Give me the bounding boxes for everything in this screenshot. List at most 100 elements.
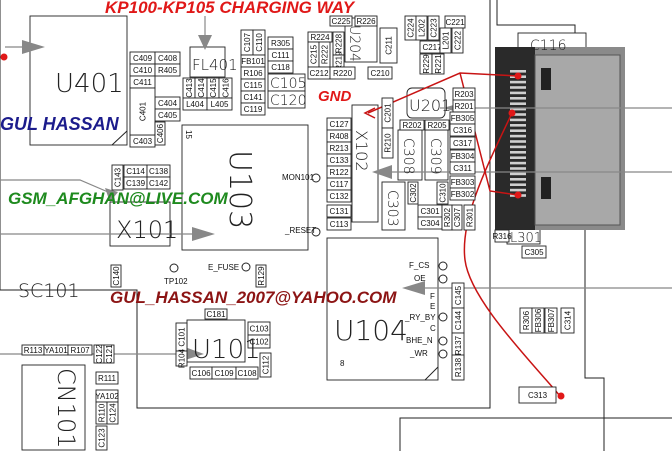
component-label: C111: [272, 51, 290, 60]
x102-outline: [351, 104, 379, 223]
component-label: R106: [243, 69, 263, 78]
component-box: [95, 425, 108, 451]
component-label: R405: [158, 66, 178, 75]
component-label: C101: [178, 327, 187, 347]
x102-label: X102: [352, 130, 371, 172]
component-box: [326, 217, 352, 231]
component-c212: C212: [307, 66, 331, 80]
component-r201: R201: [452, 99, 476, 113]
component-box: [544, 307, 558, 334]
component-r220: R220: [329, 66, 356, 80]
charging-wires: [0, 53, 565, 400]
wire-dot: [0, 53, 8, 61]
fl401-outline: [189, 46, 226, 78]
component-c117: C117: [326, 177, 352, 191]
u401-label: U401: [55, 69, 124, 99]
component-l201: L201: [439, 27, 452, 54]
author-annotation: GUL HASSAN: [0, 114, 120, 134]
component-c119: C119: [240, 102, 266, 116]
component-r301: R301: [463, 204, 476, 231]
c308-label: C308: [400, 138, 416, 175]
component-label: C307: [453, 207, 462, 227]
u103-label: U103: [222, 150, 257, 229]
component-label: R210: [384, 133, 393, 153]
component-c141: C141: [240, 90, 266, 104]
component-label: C311: [453, 164, 472, 173]
component-r104: R104: [175, 348, 188, 368]
pin-labels: MON101 _RESET TP102 E_FUSE F_CS OE F E _…: [164, 130, 448, 368]
connector-pin: [510, 188, 526, 192]
component-label: R316: [492, 232, 512, 241]
e-fuse-label: E_FUSE: [208, 263, 239, 272]
component-label: FB304: [451, 152, 475, 161]
component-box: [103, 344, 115, 364]
component-r106: R106: [240, 66, 266, 80]
component-c410: C410: [129, 63, 156, 77]
component-box: [449, 161, 476, 175]
u201-label: U201: [409, 96, 451, 115]
component-label: C310: [439, 183, 448, 203]
component-r138: R138: [451, 354, 465, 381]
component-label: R222: [321, 44, 330, 64]
wire-dot: [557, 392, 565, 400]
component-label: C118: [271, 63, 290, 72]
component-c118: C118: [267, 60, 294, 74]
connector-pin: [510, 151, 526, 154]
component-label: C222: [454, 30, 463, 50]
component-label: R306: [522, 310, 531, 330]
component-c223: C223: [427, 15, 440, 41]
component-fb307: FB307: [544, 307, 558, 334]
component-r226: R226: [354, 15, 378, 27]
gnd-annotation: GND: [318, 88, 352, 105]
tp102-label: TP102: [164, 277, 188, 286]
component-label: C301: [420, 207, 440, 216]
component-label: C113: [330, 220, 349, 229]
component-label: C121: [105, 344, 114, 364]
component-c314: C314: [560, 307, 575, 334]
component-c404: C404: [154, 96, 181, 110]
component-c305: C305: [521, 245, 547, 259]
component-label: FB305: [451, 114, 475, 123]
component-label: R122: [329, 168, 349, 177]
connector-pin: [510, 178, 526, 181]
component-box: [206, 97, 233, 111]
component-box: [415, 15, 428, 41]
component-label: R104: [178, 348, 187, 368]
c105-label: C105: [270, 76, 307, 92]
component-label: C141: [243, 93, 263, 102]
component-r224: R224: [307, 31, 333, 43]
oe-label: OE: [414, 274, 426, 283]
component-label: C143: [114, 167, 123, 187]
component-c301: C301: [417, 204, 443, 218]
c-pin-label: C: [430, 324, 436, 333]
component-label: R229: [422, 54, 431, 74]
component-box: [329, 15, 353, 27]
component-label: FB302: [451, 190, 475, 199]
component-label: C127: [329, 120, 349, 129]
component-label: C115: [244, 81, 263, 90]
component-label: R202: [402, 121, 422, 130]
component-label: R111: [98, 374, 116, 383]
component-label: C224: [407, 18, 416, 38]
component-label: R305: [271, 39, 291, 48]
component-box: [451, 354, 465, 381]
component-c416: C416: [218, 77, 233, 99]
component-box: [111, 164, 124, 191]
component-c222: C222: [451, 27, 464, 54]
c120-label: C120: [270, 93, 307, 109]
component-c111: C111: [267, 48, 294, 62]
component-r408: R408: [326, 129, 352, 143]
component-r316: R316: [492, 229, 512, 243]
component-c409: C409: [129, 51, 156, 65]
component-label: C181: [206, 310, 226, 319]
component-c140: C140: [110, 264, 122, 288]
component-label: C107: [243, 32, 252, 52]
component-r305: R305: [267, 36, 294, 50]
component-box: [146, 176, 171, 190]
component-label: C405: [158, 111, 178, 120]
component-label: C112: [262, 355, 271, 374]
component-c122: C122: [93, 344, 105, 364]
